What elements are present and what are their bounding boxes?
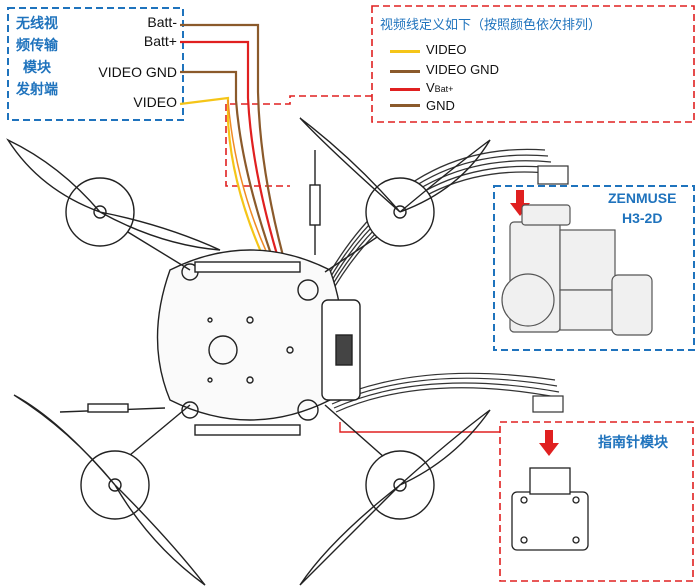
compass-cable <box>330 373 561 412</box>
legend-swatch-video-gnd <box>390 70 420 73</box>
wire-label-video: VIDEO <box>133 94 177 110</box>
legend-swatch-vbat <box>390 88 420 91</box>
legend-swatch-gnd <box>390 104 420 107</box>
legend-swatch-video <box>390 50 420 53</box>
gimbal-label: ZENMUSE H3-2D <box>608 188 676 228</box>
legend-label-gnd: GND <box>426 98 455 113</box>
legend-label-video: VIDEO <box>426 42 466 57</box>
wire-label-video-gnd: VIDEO GND <box>98 64 177 80</box>
legend-label-video-gnd: VIDEO GND <box>426 62 499 77</box>
drone-body <box>8 118 490 585</box>
wire-label-batt-pos: Batt+ <box>144 33 177 49</box>
wire-label-batt-neg: Batt- <box>147 14 177 30</box>
compass-plug <box>533 396 563 412</box>
compass-device <box>512 468 588 550</box>
compass-label: 指南针模块 <box>598 432 668 452</box>
legend-label-vbat: VBat+ <box>426 80 453 95</box>
legend-title: 视频线定义如下（按照颜色依次排列） <box>380 14 601 33</box>
compass-arrow <box>539 430 559 456</box>
transmitter-title: 无线视 频传输 模块 发射端 <box>10 12 64 100</box>
gimbal-connector <box>538 166 568 184</box>
